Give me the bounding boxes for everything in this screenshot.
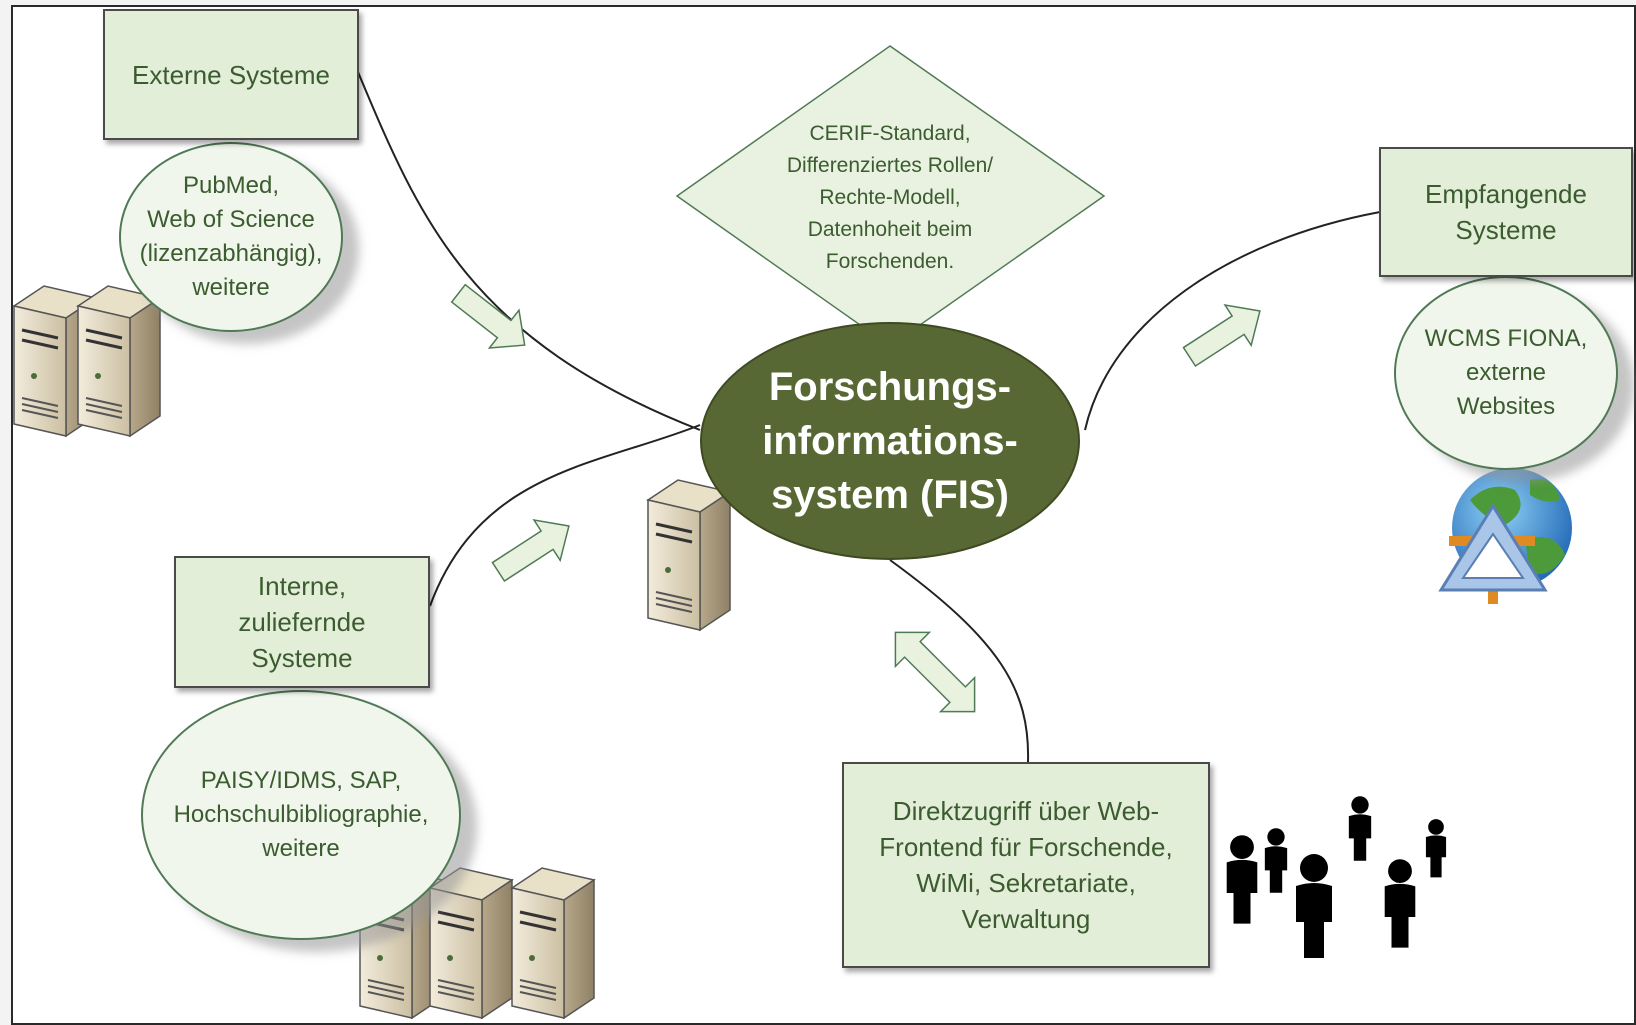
server-tower-icon xyxy=(76,284,162,438)
internal-systems-bubble: PAISY/IDMS, SAP, Hochschulbibliographie,… xyxy=(141,690,461,940)
people-group-icon xyxy=(1200,745,1476,995)
block-arrow-icon xyxy=(1182,304,1261,368)
cerif-diamond-label: CERIF-Standard, Differenziertes Rollen/ … xyxy=(786,122,994,273)
receiving-systems-box: Empfangende Systeme xyxy=(1379,147,1633,277)
connector-receiving xyxy=(1084,211,1381,431)
direct-access-box: Direktzugriff über Web- Frontend für For… xyxy=(842,762,1210,968)
receiving-systems-bubble: WCMS FIONA, externe Websites xyxy=(1394,276,1618,470)
block-arrow-icon xyxy=(450,283,526,349)
double-arrow-icon xyxy=(894,631,976,713)
server-tower-icon xyxy=(428,866,514,1020)
internal-systems-box: Interne, zuliefernde Systeme xyxy=(174,556,430,688)
fis-center-oval: Forschungs- informations- system (FIS) xyxy=(700,322,1080,560)
external-systems-box: Externe Systeme xyxy=(103,9,359,140)
connector-internal xyxy=(429,424,701,607)
server-tower-icon xyxy=(510,866,596,1020)
block-arrow-icon xyxy=(491,519,570,583)
external-systems-bubble: PubMed, Web of Science (lizenzabhängig),… xyxy=(119,142,343,332)
globe-icon xyxy=(1438,468,1572,604)
connector-external xyxy=(357,71,701,431)
server-tower-icon xyxy=(646,478,732,632)
connector-direct-access xyxy=(889,559,1030,763)
